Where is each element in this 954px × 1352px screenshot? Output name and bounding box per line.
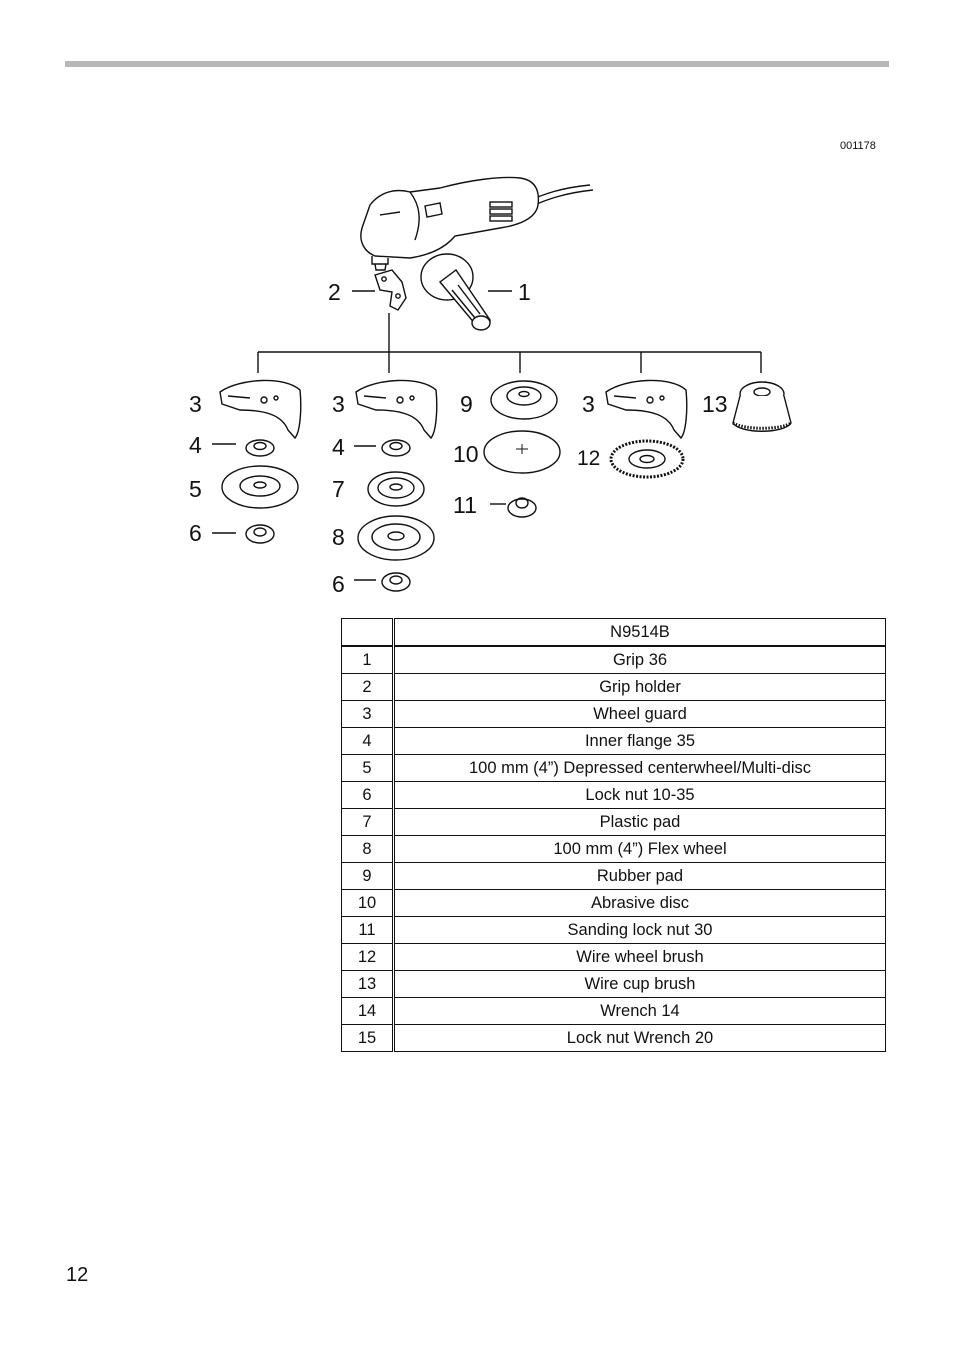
wire-wheel-brush-drawing: [609, 439, 685, 479]
item-description-cell: Grip holder: [393, 673, 886, 701]
item-description-cell: Wire cup brush: [393, 970, 886, 998]
item-number-cell: 4: [341, 727, 395, 755]
item-number-cell: 10: [341, 889, 395, 917]
callout-3a: 3: [189, 391, 202, 417]
item-number-cell: 7: [341, 808, 395, 836]
wire-cup-brush-drawing: [732, 381, 792, 432]
flex-wheel-drawing: [357, 515, 435, 561]
lock-nut-a-drawing: [245, 524, 275, 544]
item-description-cell: 100 mm (4”) Flex wheel: [393, 835, 886, 863]
item-number-cell: 6: [341, 781, 395, 809]
depressed-wheel-drawing: [221, 465, 299, 509]
item-description-cell: Wheel guard: [393, 700, 886, 728]
item-number-cell: 14: [341, 997, 395, 1025]
callout-6b: 6: [332, 571, 345, 597]
table-header-row: N9514B: [341, 618, 886, 647]
item-number-cell: 5: [341, 754, 395, 782]
callout-11: 11: [453, 492, 477, 518]
abrasive-disc-drawing: [483, 430, 561, 474]
wheel-guard-c-drawing: [605, 379, 688, 440]
item-description-cell: Inner flange 35: [393, 727, 886, 755]
item-number-cell: 2: [341, 673, 395, 701]
connector-tree: [257, 313, 762, 373]
inner-flange-a-drawing: [245, 439, 275, 457]
item-description-cell: Rubber pad: [393, 862, 886, 890]
item-number-cell: 1: [341, 645, 395, 674]
callout-9: 9: [460, 391, 473, 417]
item-description-cell: Abrasive disc: [393, 889, 886, 917]
callout-4a: 4: [189, 432, 202, 458]
callout-6a: 6: [189, 520, 202, 546]
callout-2: 2: [328, 279, 341, 305]
item-description-cell: Grip 36: [393, 645, 886, 674]
item-description-cell: Lock nut Wrench 20: [393, 1024, 886, 1052]
item-number-cell: 3: [341, 700, 395, 728]
wheel-guard-a-drawing: [219, 379, 302, 440]
item-number-cell: 13: [341, 970, 395, 998]
callout-8: 8: [332, 524, 345, 550]
item-number-cell: 12: [341, 943, 395, 971]
lock-nut-b-drawing: [381, 572, 411, 592]
grip-holder-drawing: [374, 269, 407, 311]
header-num-cell: [341, 618, 395, 647]
rubber-pad-drawing: [490, 380, 558, 420]
item-number-cell: 9: [341, 862, 395, 890]
item-description-cell: Wrench 14: [393, 997, 886, 1025]
item-description-cell: Wire wheel brush: [393, 943, 886, 971]
page-number: 12: [66, 1264, 89, 1286]
plastic-pad-drawing: [367, 471, 425, 507]
figure-code: 001178: [840, 140, 876, 152]
callout-3b: 3: [332, 391, 345, 417]
callout-10: 10: [453, 441, 479, 467]
item-number-cell: 8: [341, 835, 395, 863]
sanding-lock-nut-drawing: [507, 497, 537, 518]
item-description-cell: Plastic pad: [393, 808, 886, 836]
header-rule: [65, 61, 889, 67]
item-description-cell: Lock nut 10-35: [393, 781, 886, 809]
callout-1: 1: [518, 279, 531, 305]
item-description-cell: Sanding lock nut 30: [393, 916, 886, 944]
exploded-parts-illustration: 2 1 3 4 5 6 3 4 7 8 6 9 10 11 3 12 13: [189, 176, 792, 597]
side-grip-drawing: [420, 253, 491, 331]
item-description-cell: 100 mm (4”) Depressed centerwheel/Multi-…: [393, 754, 886, 782]
callout-5: 5: [189, 476, 202, 502]
callout-13: 13: [702, 391, 728, 417]
callout-12: 12: [577, 447, 600, 470]
wheel-guard-b-drawing: [355, 379, 438, 440]
callout-4b: 4: [332, 434, 345, 460]
header-model-cell: N9514B: [393, 618, 886, 647]
callout-3c: 3: [582, 391, 595, 417]
angle-grinder-drawing: [360, 176, 594, 271]
callout-7: 7: [332, 476, 345, 502]
inner-flange-b-drawing: [381, 439, 411, 457]
item-number-cell: 11: [341, 916, 395, 944]
item-number-cell: 15: [341, 1024, 395, 1052]
